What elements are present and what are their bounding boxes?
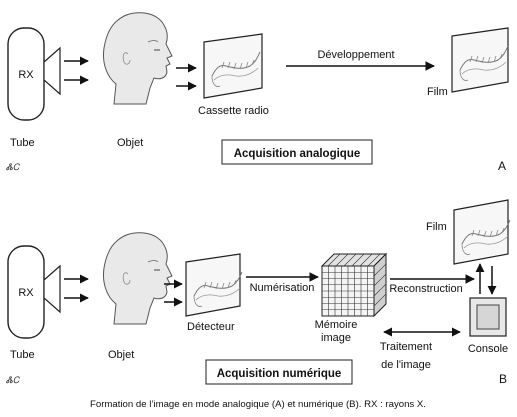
illustrator-signature-a: ᏜᏟ [6,162,21,172]
panel-letter-a: A [498,159,506,173]
film-caption-b: Film [426,221,447,233]
memory-caption-line2: image [321,332,351,344]
acquisition-box-a [221,139,373,165]
console-caption: Console [468,343,508,355]
reconstruction-label: Reconstruction [389,283,462,295]
image-memory-cube [320,252,388,318]
object-caption-a: Objet [117,137,143,149]
section-analog: RX Tube Objet Cassette radio Développeme… [6,12,509,173]
film-b [453,199,511,265]
cassette-caption: Cassette radio [198,105,269,117]
acquisition-title-a: Acquisition analogique [234,148,361,160]
detector-b [185,253,243,317]
xray-tube-b: RX [7,245,61,339]
cassette-a [203,33,263,99]
development-label: Développement [317,49,394,61]
console-b [469,297,507,337]
panel-letter-b: B [499,372,507,386]
patient-head-b [103,232,173,325]
figure-caption: Formation de l’image en mode analogique … [90,399,426,410]
tube-label-b: RX [18,287,34,299]
film-caption-a: Film [427,86,448,98]
tube-label-a: RX [18,69,34,81]
digitization-label: Numérisation [250,282,315,294]
section-digital: RX Tube Objet Détecteur Numérisation [6,199,511,386]
patient-head-a [103,12,173,105]
acquisition-title-b: Acquisition numérique [217,368,342,380]
processing-label-line2: de l'image [381,359,431,371]
xray-tube-a: RX [7,27,61,121]
acquisition-box-b [205,359,353,385]
detector-caption: Détecteur [187,321,235,333]
memory-caption-line1: Mémoire [315,319,358,331]
object-caption-b: Objet [108,349,134,361]
illustrator-signature-b: ᏜᏟ [6,375,21,385]
tube-caption-b: Tube [10,349,35,361]
tube-caption-a: Tube [10,137,35,149]
film-a [451,27,509,93]
processing-label-line1: Traitement [380,341,432,353]
